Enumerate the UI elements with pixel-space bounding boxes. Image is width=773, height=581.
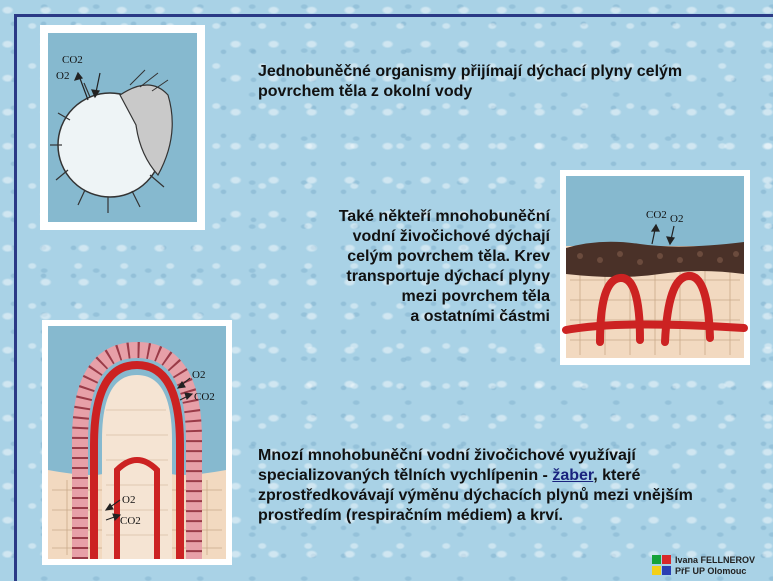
protozoan-co2-label: CO2 — [62, 54, 83, 66]
gill-illustration: O2 CO2 O2 CO2 — [42, 320, 232, 565]
gill-co2-bottom-label: CO2 — [120, 515, 141, 527]
gill-co2-top-label: CO2 — [194, 391, 215, 403]
author-affiliation: PřF UP Olomouc — [675, 566, 746, 576]
skin-respiration-illustration: CO2 O2 — [560, 170, 750, 365]
author-name: Ivana FELLNEROV — [675, 555, 755, 565]
skin-co2-label: CO2 — [646, 209, 667, 221]
frame-top-line — [14, 14, 773, 17]
gill-o2-top-label: O2 — [192, 369, 205, 381]
logo-square-green — [652, 555, 661, 564]
multicellular-skin-line: transportuje dýchací plyny — [270, 267, 550, 287]
multicellular-skin-text: Také někteří mnohobuněční vodní živočich… — [270, 207, 550, 327]
skin-o2-label: O2 — [670, 213, 683, 225]
frame-left-line — [14, 14, 17, 581]
multicellular-skin-line: vodní živočichové dýchají — [270, 227, 550, 247]
gills-term-link[interactable]: žaber — [552, 467, 593, 484]
multicellular-skin-line: Také někteří mnohobuněční — [270, 207, 550, 227]
multicellular-skin-line: a ostatními částmi — [270, 307, 550, 327]
gills-text: Mnozí mnohobuněční vodní živočichové vyu… — [258, 446, 758, 526]
protozoan-illustration: CO2 O2 — [40, 25, 205, 230]
gill-o2-bottom-label: O2 — [122, 494, 135, 506]
logo-square-yellow — [652, 566, 661, 575]
logo-square-blue — [662, 566, 671, 575]
multicellular-skin-line: mezi povrchem těla — [270, 287, 550, 307]
logo-square-red — [662, 555, 671, 564]
unicellular-text: Jednobuněčné organismy přijímají dýchací… — [258, 62, 728, 102]
protozoan-o2-label: O2 — [56, 70, 69, 82]
multicellular-skin-line: celým povrchem těla. Krev — [270, 247, 550, 267]
